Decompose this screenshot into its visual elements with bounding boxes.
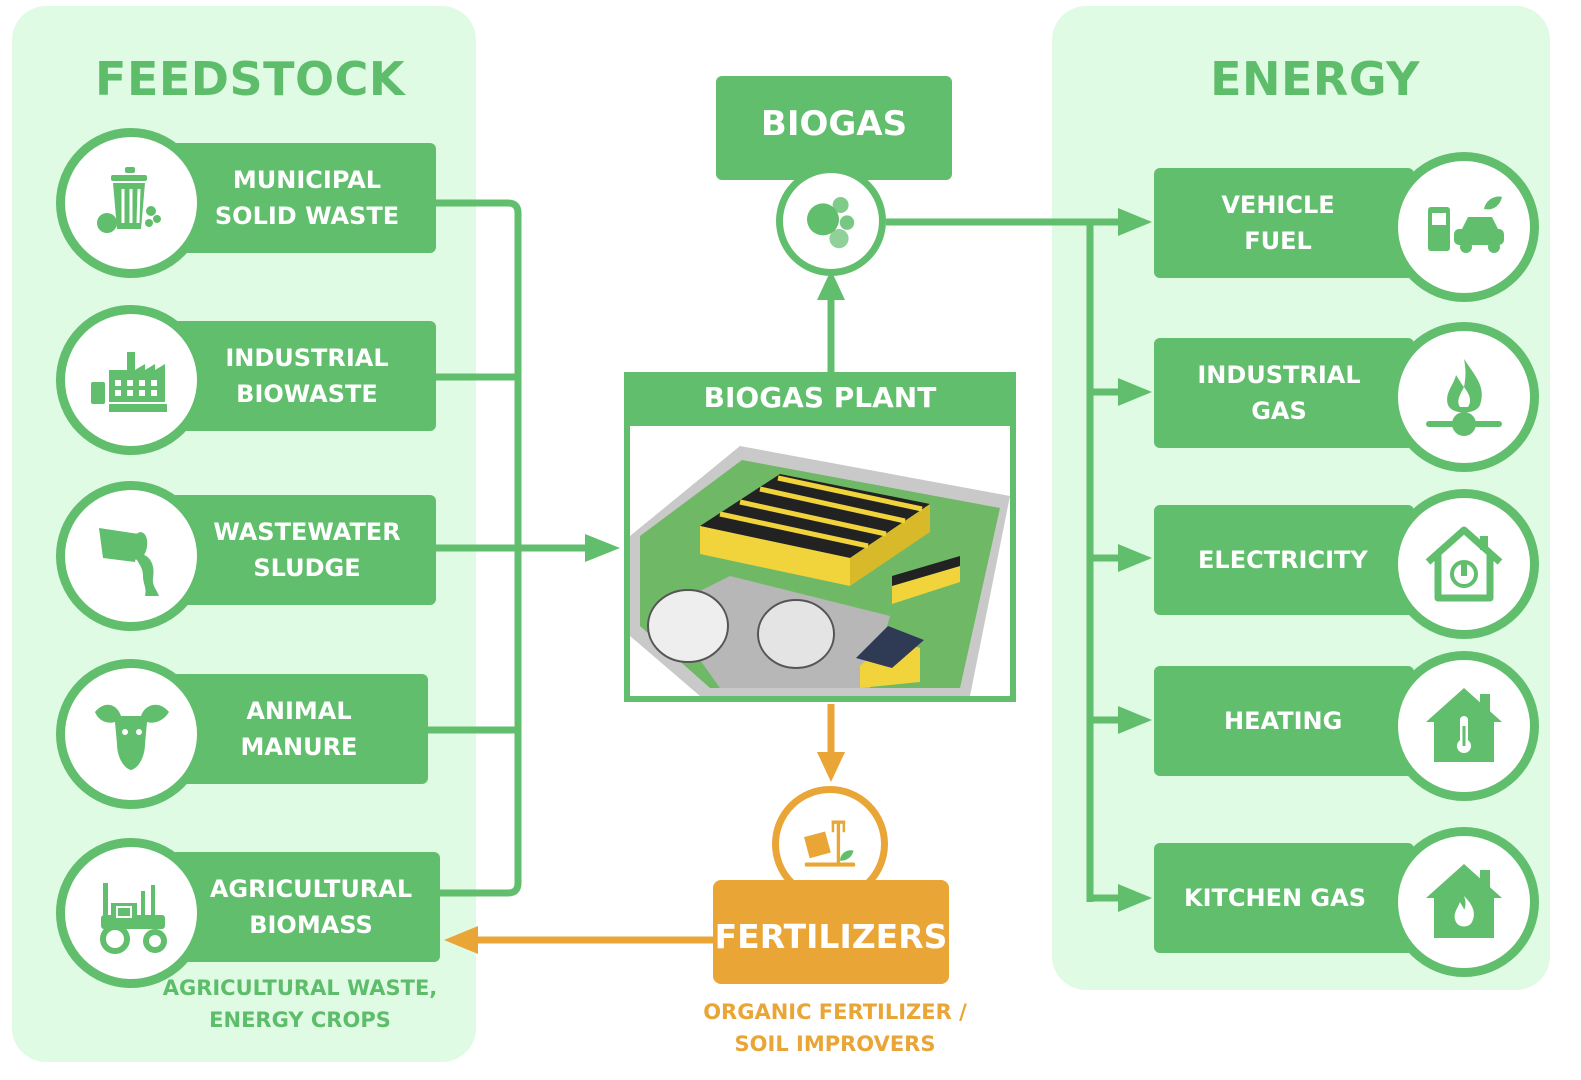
trash-bin-icon: [56, 128, 206, 278]
arrow-to-plant: [585, 534, 620, 562]
arrow-to-biomass: [444, 926, 478, 954]
biogas-plant-title: BIOGAS PLANT: [703, 381, 937, 414]
energy-card-kitchen-gas: KITCHEN GAS: [1154, 843, 1414, 953]
arrow-to-biogas: [817, 270, 845, 300]
house-flame-icon: [1389, 827, 1539, 977]
energy-title: ENERGY: [1210, 52, 1420, 106]
fertilizers-box: FERTILIZERS: [713, 880, 949, 984]
fuel-car-icon: [1389, 152, 1539, 302]
biogas-plant: BIOGAS PLANT: [624, 372, 1016, 702]
sludge-bucket-icon: [56, 481, 206, 631]
feedstock-title: FEEDSTOCK: [95, 52, 405, 106]
tractor-icon: [56, 838, 206, 988]
house-plug-icon: [1389, 489, 1539, 639]
energy-card-electricity: ELECTRICITY: [1154, 505, 1414, 615]
cow-icon: [56, 659, 206, 809]
gas-flame-icon: [1389, 322, 1539, 472]
feedstock-caption: AGRICULTURAL WASTE, ENERGY CROPS: [162, 976, 438, 1032]
biogas-plant-illustration: [630, 426, 1010, 696]
biogas-box: BIOGAS: [716, 76, 952, 180]
energy-card-heating: HEATING: [1154, 666, 1414, 776]
arrow-to-fertilizer: [817, 752, 845, 782]
house-thermometer-icon: [1389, 651, 1539, 801]
fertilizer-caption: ORGANIC FERTILIZER / SOIL IMPROVERS: [703, 1000, 967, 1056]
gas-bubbles-icon: [776, 166, 886, 276]
factory-icon: [56, 305, 206, 455]
